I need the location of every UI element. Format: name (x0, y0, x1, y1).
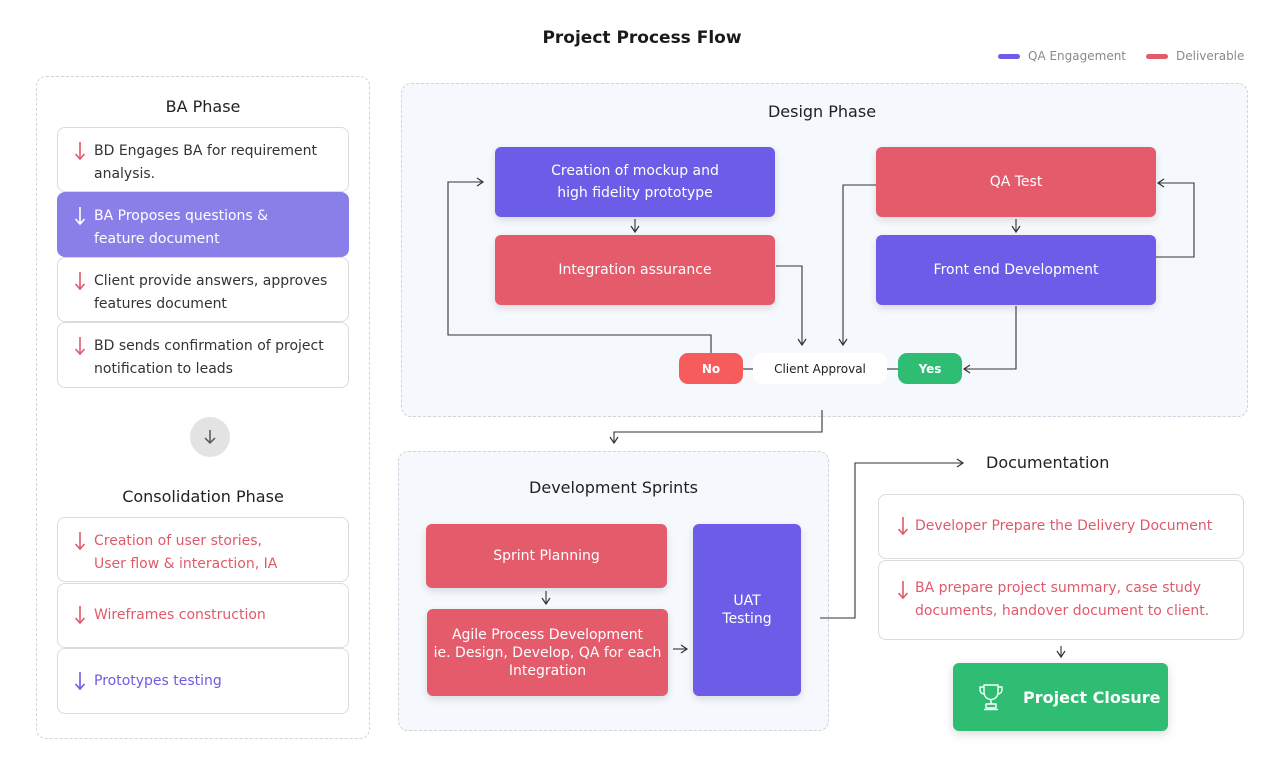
consolidation-phase-title: Consolidation Phase (122, 487, 284, 506)
yes-label: Yes (918, 361, 942, 376)
down-arrow-icon (897, 581, 909, 600)
sprint-planning-label: Sprint Planning (493, 548, 600, 564)
documentation-item-2-line2: documents, handover document to client. (915, 603, 1210, 619)
no-label: No (701, 361, 721, 376)
legend-deliverable: Deliverable (1146, 49, 1244, 63)
integration-assurance-box[interactable]: Integration assurance (495, 235, 775, 305)
ba-item-1-line2: analysis. (94, 166, 156, 182)
down-arrow-icon (74, 606, 86, 625)
down-arrow-icon (74, 337, 86, 356)
documentation-item-2[interactable]: BA prepare project summary, case study do… (878, 560, 1244, 640)
documentation-item-1-label: Developer Prepare the Delivery Document (915, 518, 1213, 534)
client-approval-label: Client Approval (774, 361, 866, 376)
legend-label-deliverable: Deliverable (1176, 49, 1245, 63)
page-title: Project Process Flow (542, 28, 742, 48)
frontend-development-box[interactable]: Front end Development (876, 235, 1156, 305)
legend-qa-engagement: QA Engagement (998, 49, 1126, 63)
mockup-prototype-box[interactable]: Creation of mockup and high fidelity prot… (495, 147, 775, 217)
ba-item-3-line1: Client provide answers, approves (94, 273, 328, 289)
consolidation-item-1[interactable]: Creation of user stories, User flow & int… (57, 517, 349, 582)
project-closure-label: Project Closure (1023, 687, 1161, 707)
ba-item-3-line2: features document (94, 296, 227, 312)
ba-item-4[interactable]: BD sends confirmation of project notifica… (57, 322, 349, 388)
agile-line2: ie. Design, Develop, QA for each (433, 644, 662, 661)
legend-swatch-deliverable (1146, 53, 1168, 59)
legend-label-qa: QA Engagement (1028, 49, 1127, 63)
ba-item-2[interactable]: BA Proposes questions & feature document (57, 192, 349, 257)
client-approval-node[interactable]: Client Approval (753, 353, 887, 384)
consolidation-item-3[interactable]: Prototypes testing (57, 648, 349, 714)
mockup-line1: Creation of mockup and (551, 163, 719, 179)
ba-item-1[interactable]: BD Engages BA for requirement analysis. (57, 127, 349, 192)
uat-line1: UAT (733, 593, 761, 609)
down-arrow-icon (74, 207, 86, 226)
down-arrow-icon (74, 672, 86, 691)
ba-item-4-line2: notification to leads (94, 361, 233, 377)
ba-item-3[interactable]: Client provide answers, approves features… (57, 257, 349, 322)
ba-item-2-line1: BA Proposes questions & (94, 208, 269, 224)
arrow-down-icon (204, 430, 216, 445)
uat-line2: Testing (722, 611, 772, 627)
down-arrow-icon (897, 517, 909, 536)
consolidation-item-2-label: Wireframes construction (94, 607, 266, 623)
documentation-item-1[interactable]: Developer Prepare the Delivery Document (878, 494, 1244, 559)
qa-test-box[interactable]: QA Test (876, 147, 1156, 217)
no-button[interactable]: No (679, 353, 743, 384)
mockup-line2: high fidelity prototype (557, 185, 713, 201)
agile-line3: Integration (508, 662, 587, 679)
ba-phase-title: BA Phase (165, 97, 241, 116)
down-arrow-icon (74, 532, 86, 551)
consolidation-item-1-line1: Creation of user stories, (94, 533, 262, 549)
uat-testing-box[interactable]: UAT Testing (693, 524, 801, 696)
sprint-planning-box[interactable]: Sprint Planning (426, 524, 667, 588)
frontend-label: Front end Development (933, 262, 1099, 278)
consolidation-item-3-label: Prototypes testing (94, 673, 222, 689)
documentation-item-2-line1: BA prepare project summary, case study (915, 580, 1202, 596)
agile-line1: Agile Process Development (451, 626, 644, 643)
project-closure-button[interactable]: Project Closure (953, 663, 1168, 731)
qa-test-label: QA Test (989, 174, 1043, 190)
left-panel (36, 76, 370, 739)
consolidation-item-2[interactable]: Wireframes construction (57, 583, 349, 648)
down-arrow-icon (74, 272, 86, 291)
consolidation-item-1-line2: User flow & interaction, IA (94, 556, 278, 572)
trophy-icon (979, 684, 1003, 711)
next-phase-button[interactable] (190, 417, 230, 457)
design-phase-title: Design Phase (767, 102, 877, 121)
legend-swatch-qa (998, 53, 1020, 59)
ba-item-4-line1: BD sends confirmation of project (94, 338, 324, 354)
dev-sprints-title: Development Sprints (529, 478, 698, 497)
yes-button[interactable]: Yes (898, 353, 962, 384)
ba-item-2-line2: feature document (94, 231, 220, 247)
integration-label: Integration assurance (558, 262, 712, 278)
down-arrow-icon (74, 142, 86, 161)
documentation-title: Documentation (986, 453, 1110, 472)
ba-item-1-line1: BD Engages BA for requirement (94, 143, 317, 159)
